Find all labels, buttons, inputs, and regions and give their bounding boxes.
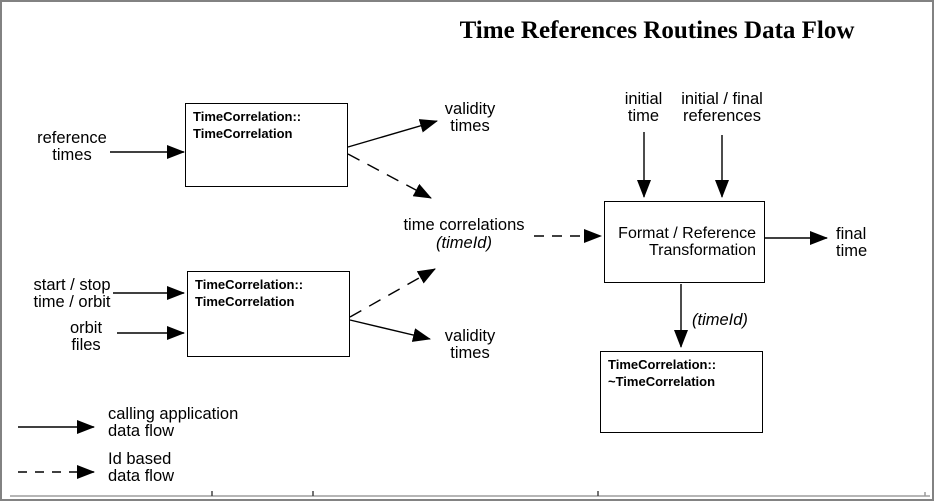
- arrow-ctor-top-to-validity-times: [347, 119, 438, 148]
- diagram-title: Time References Routines Data Flow: [459, 17, 855, 44]
- dashed-arrow-ctor-bottom-to-time-correlations: [349, 268, 436, 318]
- label-initial-final-references: initial / final references: [681, 90, 763, 125]
- label-final-time: final time: [836, 225, 868, 260]
- label-time-correlations: time correlations: [403, 216, 525, 234]
- box-format-reference-transformation: Format / Reference Transformation: [604, 201, 765, 283]
- legend-solid-arrow-label: calling application data flow: [108, 405, 239, 440]
- box-label: Format / Reference Transformation: [618, 225, 756, 259]
- box-timecorrelation-ctor-bottom: TimeCorrelation:: TimeCorrelation: [187, 271, 350, 357]
- label-time-correlations-param: (timeId): [436, 234, 492, 252]
- box-timecorrelation-ctor-top: TimeCorrelation:: TimeCorrelation: [185, 103, 348, 187]
- label-validity-times-bottom: validity times: [444, 327, 496, 362]
- box-label: TimeCorrelation:: ~TimeCorrelation: [608, 357, 717, 389]
- box-label: TimeCorrelation:: TimeCorrelation: [195, 277, 304, 309]
- label-initial-time: initial time: [624, 90, 663, 125]
- arrow-ctor-bottom-to-validity-times: [349, 319, 431, 342]
- label-validity-times-top: validity times: [444, 100, 496, 135]
- dashed-arrow-ctor-top-to-time-correlations: [347, 153, 432, 199]
- label-reference-times: reference times: [37, 129, 107, 164]
- label-dtor-param: (timeId): [692, 311, 748, 329]
- box-label: TimeCorrelation:: TimeCorrelation: [193, 109, 302, 141]
- legend-dashed-arrow-label: Id based data flow: [108, 450, 175, 485]
- box-timecorrelation-dtor: TimeCorrelation:: ~TimeCorrelation: [600, 351, 763, 433]
- label-start-stop-time-orbit: start / stop time / orbit: [33, 276, 111, 311]
- label-orbit-files: orbit files: [69, 319, 103, 354]
